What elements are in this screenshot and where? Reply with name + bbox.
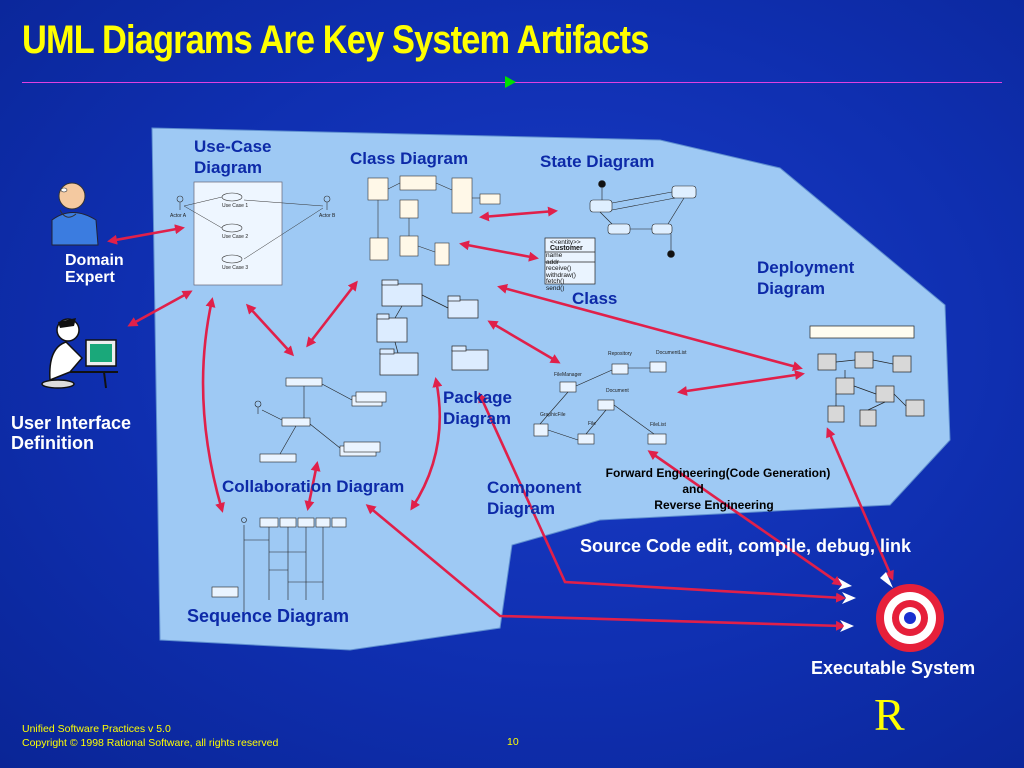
comp-filemanager: FileManager bbox=[554, 372, 582, 378]
package-label: Package Diagram bbox=[443, 388, 512, 428]
rule-arrow-icon bbox=[505, 76, 516, 88]
footer-line1: Unified Software Practices v 5.0 bbox=[22, 723, 171, 735]
source-code-label: Source Code edit, compile, debug, link bbox=[580, 536, 912, 556]
domain-expert-label: Domain Expert bbox=[65, 252, 124, 286]
comp-graphicfile: GraphicFile bbox=[540, 412, 566, 418]
class-diagram-label: Class Diagram bbox=[350, 149, 469, 168]
executable-system-label: Executable System bbox=[811, 658, 976, 678]
sequence-diagram-thumbnail bbox=[211, 517, 347, 612]
class-name: Customer bbox=[550, 245, 583, 252]
collaboration-diagram-thumbnail bbox=[254, 377, 387, 463]
state-diagram-label: State Diagram bbox=[540, 152, 655, 171]
class-label: Class bbox=[572, 289, 618, 308]
comp-repository: Repository bbox=[608, 351, 632, 357]
forward-engineering-line2: and bbox=[682, 482, 704, 496]
use-case-label: Use-Case Diagram bbox=[194, 137, 272, 177]
class-members: name addr receive() withdraw() fetch() s… bbox=[546, 252, 576, 292]
domain-expert-figure bbox=[51, 182, 99, 246]
forward-engineering-line1: Forward Engineering(Code Generation) bbox=[605, 466, 831, 480]
package-diagram-thumbnail bbox=[376, 279, 489, 376]
state-diagram-thumbnail bbox=[589, 180, 697, 258]
class-stereotype: <<entity>> bbox=[550, 239, 581, 246]
comp-document: Document bbox=[606, 388, 629, 394]
user-at-computer-figure bbox=[41, 318, 118, 389]
actor-a-label: Actor A bbox=[170, 213, 187, 219]
collaboration-label: Collaboration Diagram bbox=[222, 477, 405, 496]
forward-engineering-line3: Reverse Engineering bbox=[654, 498, 774, 512]
comp-file: File bbox=[588, 421, 597, 427]
comp-filelist: FileList bbox=[650, 422, 666, 428]
class-box bbox=[544, 237, 596, 285]
red-arrows bbox=[107, 206, 894, 631]
footer-line2: Copyright © 1998 Rational Software, all … bbox=[22, 737, 279, 749]
rational-logo: R bbox=[874, 689, 905, 740]
use-case-thumbnail bbox=[176, 181, 331, 286]
comp-doclist: DocumentList bbox=[656, 350, 687, 356]
slide-title: UML Diagrams Are Key System Artifacts bbox=[22, 18, 649, 62]
white-arrowheads bbox=[838, 572, 893, 632]
sequence-label: Sequence Diagram bbox=[187, 606, 350, 626]
component-label: Component Diagram bbox=[487, 478, 582, 518]
use-case-2-label: Use Case 2 bbox=[222, 234, 249, 240]
user-interface-label: User Interface Definition bbox=[11, 413, 132, 453]
class-diagram-thumbnail bbox=[367, 175, 501, 266]
page-number: 10 bbox=[507, 736, 519, 748]
use-case-3-label: Use Case 3 bbox=[222, 265, 249, 271]
deployment-label: Deployment Diagram bbox=[757, 258, 855, 298]
use-case-1-label: Use Case 1 bbox=[222, 203, 249, 209]
actor-b-label: Actor B bbox=[319, 213, 336, 219]
target-icon bbox=[876, 584, 944, 652]
